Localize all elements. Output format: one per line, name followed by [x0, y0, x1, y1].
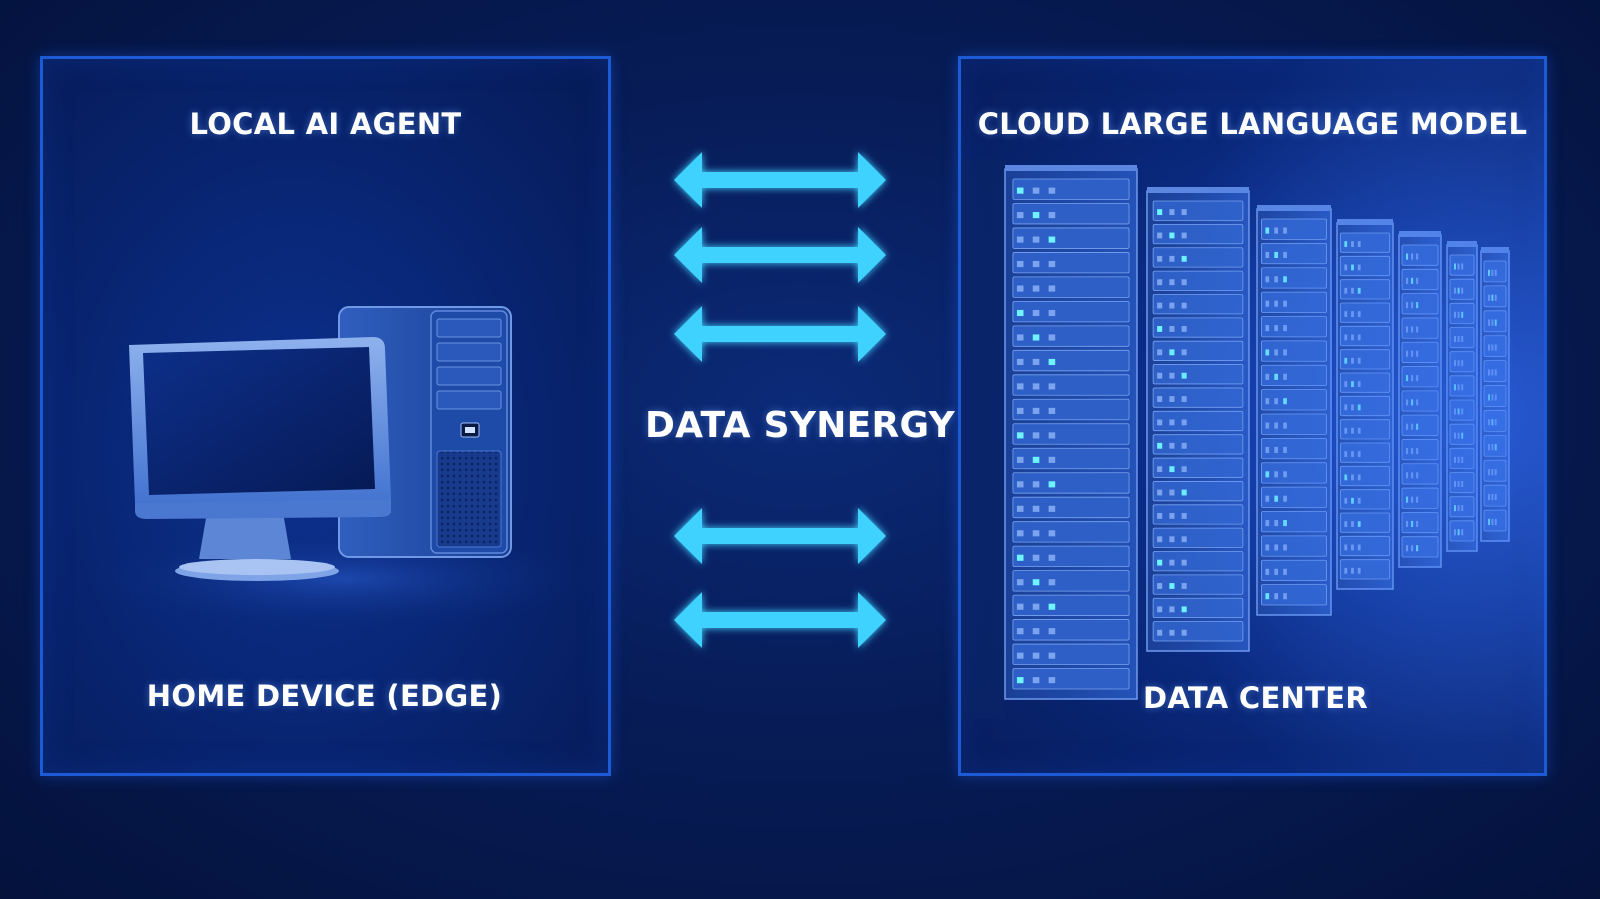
- bidirectional-arrow-icon: [674, 306, 886, 362]
- local-ai-agent-title: LOCAL AI AGENT: [189, 107, 462, 141]
- bidirectional-arrow-icon: [674, 152, 886, 208]
- home-device-caption: HOME DEVICE (EDGE): [146, 679, 503, 713]
- server-racks-illustration: [961, 59, 1544, 773]
- bidirectional-arrow-icon: [674, 227, 886, 283]
- desktop-computer-illustration: [83, 306, 603, 629]
- data-synergy-label: DATA SYNERGY: [645, 405, 955, 446]
- data-center-caption: DATA CENTER: [1143, 681, 1368, 715]
- cloud-llm-title: CLOUD LARGE LANGUAGE MODEL: [977, 107, 1528, 141]
- bidirectional-arrow-icon: [674, 508, 886, 564]
- bidirectional-arrow-icon: [674, 592, 886, 648]
- monitor-icon: [129, 337, 391, 581]
- cloud-llm-panel: CLOUD LARGE LANGUAGE MODEL DATA CENTER: [958, 56, 1547, 776]
- data-flow-arrows: [674, 152, 886, 648]
- local-ai-agent-panel: LOCAL AI AGENT: [40, 56, 611, 776]
